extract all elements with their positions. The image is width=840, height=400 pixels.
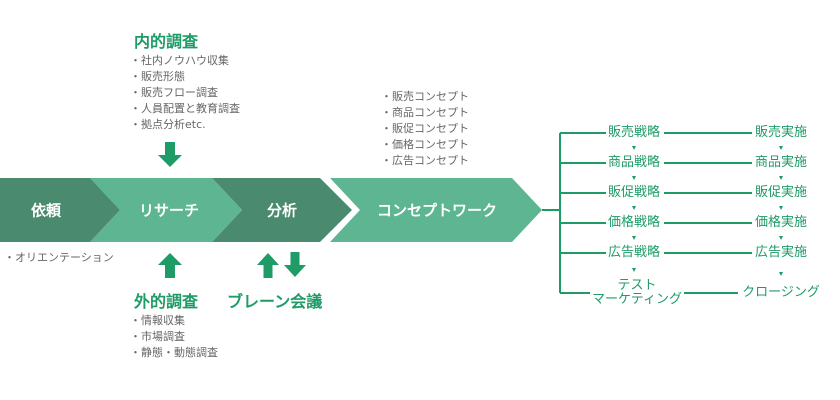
list-item: 価格コンセプト xyxy=(381,137,469,153)
list-item: 情報収集 xyxy=(130,313,218,329)
list-item: 広告コンセプト xyxy=(381,153,469,169)
brain-meeting-title: ブレーン会議 xyxy=(227,292,323,311)
list-item: 静態・動態調査 xyxy=(130,345,218,361)
step-request-shape xyxy=(0,178,120,242)
execution-node: 販売実施 xyxy=(752,125,810,140)
down-marker-icon xyxy=(779,272,783,276)
down-marker-icon xyxy=(779,176,783,180)
step-analysis-shape xyxy=(212,178,352,242)
strategy-node: 販促戦略 xyxy=(605,185,663,200)
down-marker-icon xyxy=(632,146,636,150)
test-marketing-line1: テスト xyxy=(617,278,657,293)
orientation-note: オリエンテーション xyxy=(4,250,114,266)
down-arrow-icon xyxy=(158,142,182,167)
test-marketing-line2: マーケティング xyxy=(592,292,682,307)
list-item: オリエンテーション xyxy=(4,250,114,266)
execution-node: 商品実施 xyxy=(752,155,810,170)
down-marker-icon xyxy=(632,268,636,272)
list-item: 市場調査 xyxy=(130,329,218,345)
internal-research-list: 社内ノウハウ収集 販売形態 販売フロー調査 人員配置と教育調査 拠点分析etc. xyxy=(130,53,240,133)
down-marker-icon xyxy=(632,206,636,210)
execution-node: 販促実施 xyxy=(752,185,810,200)
down-marker-icon xyxy=(632,236,636,240)
list-item: 販売フロー調査 xyxy=(130,85,240,101)
list-item: 販売コンセプト xyxy=(381,89,469,105)
strategy-node: 商品戦略 xyxy=(605,155,663,170)
test-marketing-node: テスト マーケティング xyxy=(590,279,684,307)
step-concept-label: コンセプトワーク xyxy=(376,201,498,220)
list-item: 販売形態 xyxy=(130,69,240,85)
strategy-connectors xyxy=(542,132,752,294)
step-research-shape xyxy=(90,178,242,242)
up-down-arrows-icon xyxy=(257,252,306,278)
list-item: 販促コンセプト xyxy=(381,121,469,137)
step-request-label: 依頼 xyxy=(30,201,62,220)
down-marker-icon xyxy=(632,176,636,180)
concept-list: 販売コンセプト 商品コンセプト 販促コンセプト 価格コンセプト 広告コンセプト xyxy=(381,89,469,169)
execution-node: 広告実施 xyxy=(752,245,810,260)
step-analysis-label: 分析 xyxy=(266,201,298,220)
list-item: 人員配置と教育調査 xyxy=(130,101,240,117)
list-item: 拠点分析etc. xyxy=(130,117,240,133)
up-arrow-icon xyxy=(158,253,182,278)
external-research-title: 外的調査 xyxy=(134,292,199,311)
step-concept-shape xyxy=(330,178,542,242)
strategy-node: 広告戦略 xyxy=(605,245,663,260)
closing-node: クロージング xyxy=(740,285,822,300)
external-research-list: 情報収集 市場調査 静態・動態調査 xyxy=(130,313,218,361)
list-item: 商品コンセプト xyxy=(381,105,469,121)
down-marker-icon xyxy=(779,236,783,240)
execution-node: 価格実施 xyxy=(752,215,810,230)
list-item: 社内ノウハウ収集 xyxy=(130,53,240,69)
down-marker-icon xyxy=(779,146,783,150)
down-marker-icon xyxy=(779,206,783,210)
step-research-label: リサーチ xyxy=(138,201,200,220)
internal-research-title: 内的調査 xyxy=(134,32,199,51)
strategy-node: 価格戦略 xyxy=(605,215,663,230)
strategy-node: 販売戦略 xyxy=(605,125,663,140)
